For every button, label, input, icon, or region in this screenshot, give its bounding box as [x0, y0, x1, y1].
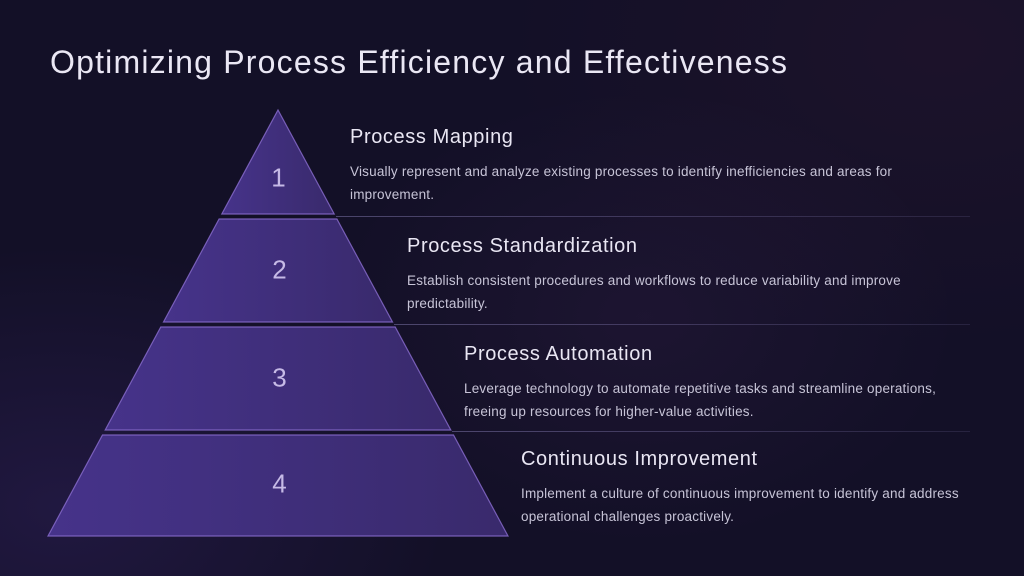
level-1-description: Visually represent and analyze existing … — [350, 160, 892, 206]
level-4-description-line-1: Implement a culture of continuous improv… — [521, 486, 959, 501]
level-1-number: 1 — [271, 162, 287, 193]
section-divider-2 — [394, 324, 970, 325]
level-3-description-line-1: Leverage technology to automate repetiti… — [464, 381, 937, 396]
level-4-description: Implement a culture of continuous improv… — [521, 482, 959, 528]
level-4-section: Continuous Improvement Implement a cultu… — [521, 446, 959, 528]
level-1-title: Process Mapping — [350, 126, 514, 148]
slide-title: Optimizing Process Efficiency and Effect… — [50, 44, 789, 80]
level-2-description: Establish consistent procedures and work… — [407, 269, 901, 315]
level-2-number: 2 — [272, 254, 288, 285]
level-2-section: Process Standardization Establish consis… — [407, 233, 901, 315]
level-1-description-line-1: Visually represent and analyze existing … — [350, 164, 893, 179]
level-3-number: 3 — [272, 362, 288, 393]
pyramid-level-2-shape — [162, 218, 394, 323]
level-3-section: Process Automation Leverage technology t… — [464, 341, 936, 423]
level-4-title: Continuous Improvement — [521, 448, 758, 470]
pyramid-level-1-shape — [220, 108, 336, 215]
pyramid-level-4-shape — [46, 434, 510, 537]
section-divider-1 — [336, 216, 970, 217]
level-2-description-line-1: Establish consistent procedures and work… — [407, 273, 901, 288]
level-3-description: Leverage technology to automate repetiti… — [464, 377, 936, 423]
level-3-description-line-2: freeing up resources for higher-value ac… — [464, 404, 754, 419]
level-2-title: Process Standardization — [407, 235, 638, 257]
level-1-description-line-2: improvement. — [350, 187, 435, 202]
pyramid-level-3-shape — [104, 326, 452, 431]
level-4-description-line-2: operational challenges proactively. — [521, 509, 735, 524]
section-divider-3 — [452, 431, 970, 432]
level-1-section: Process Mapping Visually represent and a… — [350, 124, 892, 206]
level-2-description-line-2: predictability. — [407, 296, 488, 311]
level-3-title: Process Automation — [464, 343, 653, 365]
level-4-number: 4 — [272, 468, 288, 499]
